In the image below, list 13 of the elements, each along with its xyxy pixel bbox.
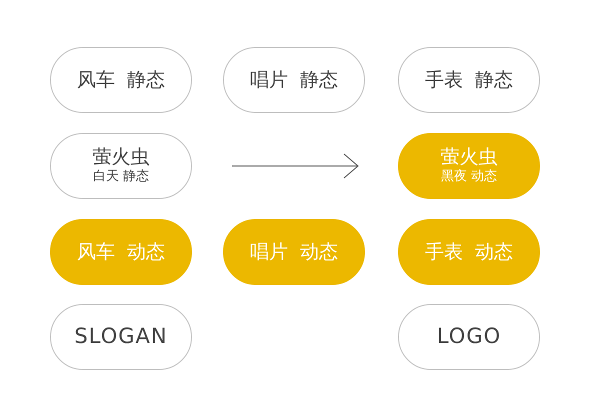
pill-title: 萤火虫 bbox=[92, 146, 150, 169]
pill-title: 萤火虫 bbox=[440, 146, 498, 169]
pill-title: LOGO bbox=[436, 324, 502, 350]
pill-subtitle: 黑夜 动态 bbox=[440, 168, 498, 186]
arrow bbox=[232, 154, 358, 178]
pill-title: 风车 静态 bbox=[76, 68, 166, 92]
pill-title: 唱片 静态 bbox=[250, 68, 338, 92]
pill-title: 手表 静态 bbox=[424, 68, 514, 92]
pill-title: SLOGAN bbox=[74, 324, 168, 350]
pill-title: 唱片 动态 bbox=[250, 240, 338, 264]
pill-title: 风车 动态 bbox=[76, 240, 166, 264]
pill-title: 手表 动态 bbox=[424, 240, 514, 264]
pill-subtitle: 白天 静态 bbox=[92, 168, 150, 186]
